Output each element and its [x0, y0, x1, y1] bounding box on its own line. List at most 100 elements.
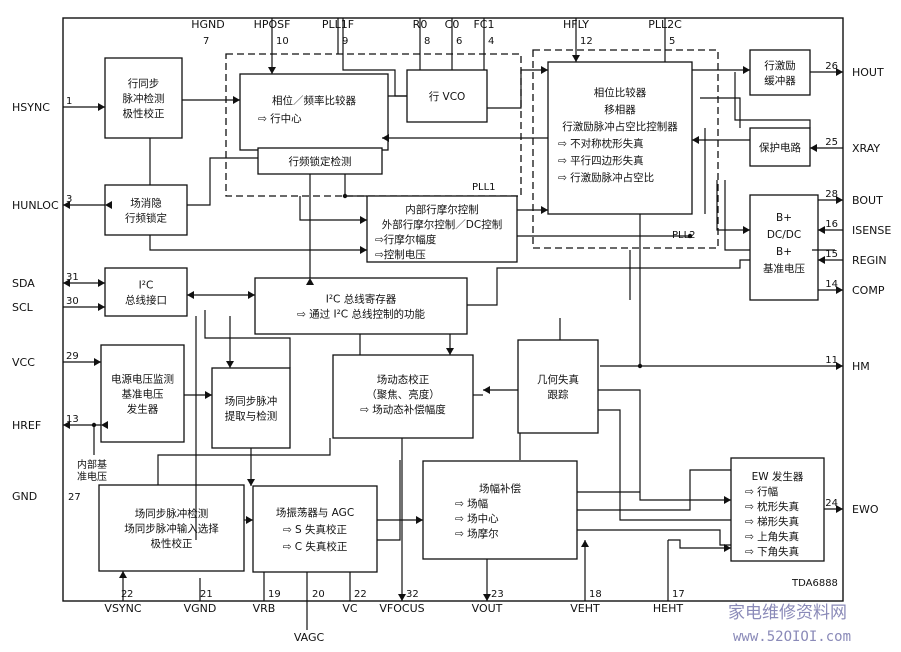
pin-label: SDA — [12, 277, 35, 290]
block-text: 缓冲器 — [764, 74, 796, 87]
pin-label: HM — [852, 360, 870, 373]
arrowhead — [233, 96, 240, 104]
arrowhead — [63, 421, 70, 429]
arrowhead — [483, 594, 491, 601]
arrowhead — [226, 361, 234, 368]
block-text: 保护电路 — [759, 141, 801, 154]
arrowhead — [446, 348, 454, 355]
arrowhead — [187, 291, 194, 299]
arrowhead — [692, 136, 699, 144]
block-text: ⇨ 不对称枕形失真 — [558, 137, 644, 150]
arrowhead — [360, 246, 367, 254]
block-text: ⇨ S 失真校正 — [283, 523, 347, 536]
internal-ref-label: 内部基 — [77, 458, 107, 471]
pin-label: VAGC — [294, 631, 325, 644]
block-text: ⇨ 场动态补偿幅度 — [360, 403, 446, 416]
arrowhead — [743, 226, 750, 234]
block-text: 行频锁定检测 — [289, 155, 352, 168]
arrowhead — [743, 66, 750, 74]
block-protect: 保护电路 — [749, 127, 811, 167]
block-v-osc: 场振荡器与 AGC⇨ S 失真校正⇨ C 失真校正 — [252, 485, 378, 573]
wire — [467, 259, 750, 306]
pin-label: COMP — [852, 284, 885, 297]
pin-label: VC — [342, 602, 358, 615]
block-text: 行激励脉冲占空比控制器 — [562, 120, 678, 133]
arrowhead — [268, 67, 276, 74]
block-text: 场幅补偿 — [479, 482, 521, 495]
arrowhead — [306, 278, 314, 285]
wire — [577, 469, 731, 511]
pin-number: 27 — [68, 492, 81, 503]
block-text: 移相器 — [604, 103, 636, 116]
arrowhead — [810, 144, 817, 152]
arrowhead — [98, 279, 105, 287]
pin-label: VSYNC — [104, 602, 141, 615]
block-text: ⇨ 场摩尔 — [455, 527, 499, 540]
pin-label: HGND — [191, 18, 225, 31]
junction-dot — [342, 193, 348, 199]
arrowhead — [836, 196, 843, 204]
wire — [487, 69, 548, 109]
pin-number: 10 — [276, 36, 289, 47]
arrowhead — [416, 516, 423, 524]
block-text: ⇨ 场幅 — [455, 497, 488, 510]
block-text: B+ — [776, 212, 792, 224]
pin-label: SCL — [12, 301, 34, 314]
pin-number: 7 — [203, 36, 209, 47]
block-text: 行频锁定 — [125, 212, 167, 225]
pin-label: REGIN — [852, 254, 887, 267]
block-text: ⇨ 平行四边形失真 — [558, 154, 644, 167]
arrowhead — [836, 68, 843, 76]
pin-label: HREF — [12, 419, 41, 432]
block-text: 行同步 — [128, 77, 160, 90]
pin-label: ISENSE — [852, 224, 891, 237]
arrowhead — [247, 479, 255, 486]
wire — [204, 310, 291, 368]
pin-label: VOUT — [472, 602, 503, 615]
pin-number: 20 — [312, 589, 325, 600]
wire — [668, 539, 731, 549]
pin-number: 1 — [66, 96, 72, 107]
pin-number: 8 — [424, 36, 430, 47]
arrowhead — [105, 201, 112, 209]
pin-number: 14 — [825, 279, 838, 290]
block-text: ⇨ 梯形失真 — [745, 515, 799, 528]
arrowhead — [398, 594, 406, 601]
wire — [734, 72, 811, 128]
pin-number: 21 — [200, 589, 213, 600]
arrowhead — [119, 571, 127, 578]
block-bplus: B+DC/DCB+基准电压 — [749, 194, 819, 301]
pin-number: 5 — [669, 36, 675, 47]
block-text: 极性校正 — [151, 537, 193, 550]
block-text: ⇨控制电压 — [375, 248, 426, 261]
pin-label: GND — [12, 490, 37, 503]
internal-ref-label: 准电压 — [77, 470, 107, 483]
block-text: ⇨ C 失真校正 — [283, 540, 348, 553]
block-text: ⇨行摩尔幅度 — [375, 233, 437, 246]
block-text: 电源电压监测 — [111, 373, 174, 386]
block-text: ⇨ 下角失真 — [745, 545, 799, 558]
watermark-text: 家电维修资料网 — [728, 603, 847, 623]
pin-label: HEHT — [653, 602, 683, 615]
pin-number: 29 — [66, 351, 79, 362]
block-i2c-reg: I²C 总线寄存器⇨ 通过 I²C 总线控制的功能 — [254, 277, 468, 335]
pin-number: 24 — [825, 498, 838, 509]
block-text: 外部行摩尔控制／DC控制 — [382, 218, 502, 231]
wire — [187, 157, 258, 206]
wire — [157, 438, 331, 485]
arrowhead — [98, 103, 105, 111]
block-text: 跟踪 — [548, 388, 569, 401]
block-text: ⇨ 行激励脉冲占空比 — [558, 171, 654, 184]
wire — [716, 180, 750, 231]
block-dyn-focus: 场动态校正（聚焦、亮度）⇨ 场动态补偿幅度 — [332, 354, 474, 439]
arrowhead — [818, 226, 825, 234]
wire — [598, 409, 731, 521]
arrowhead — [382, 134, 389, 142]
pin-number: 30 — [66, 296, 79, 307]
chip-name: TDA6888 — [791, 578, 838, 589]
arrowhead — [246, 516, 253, 524]
